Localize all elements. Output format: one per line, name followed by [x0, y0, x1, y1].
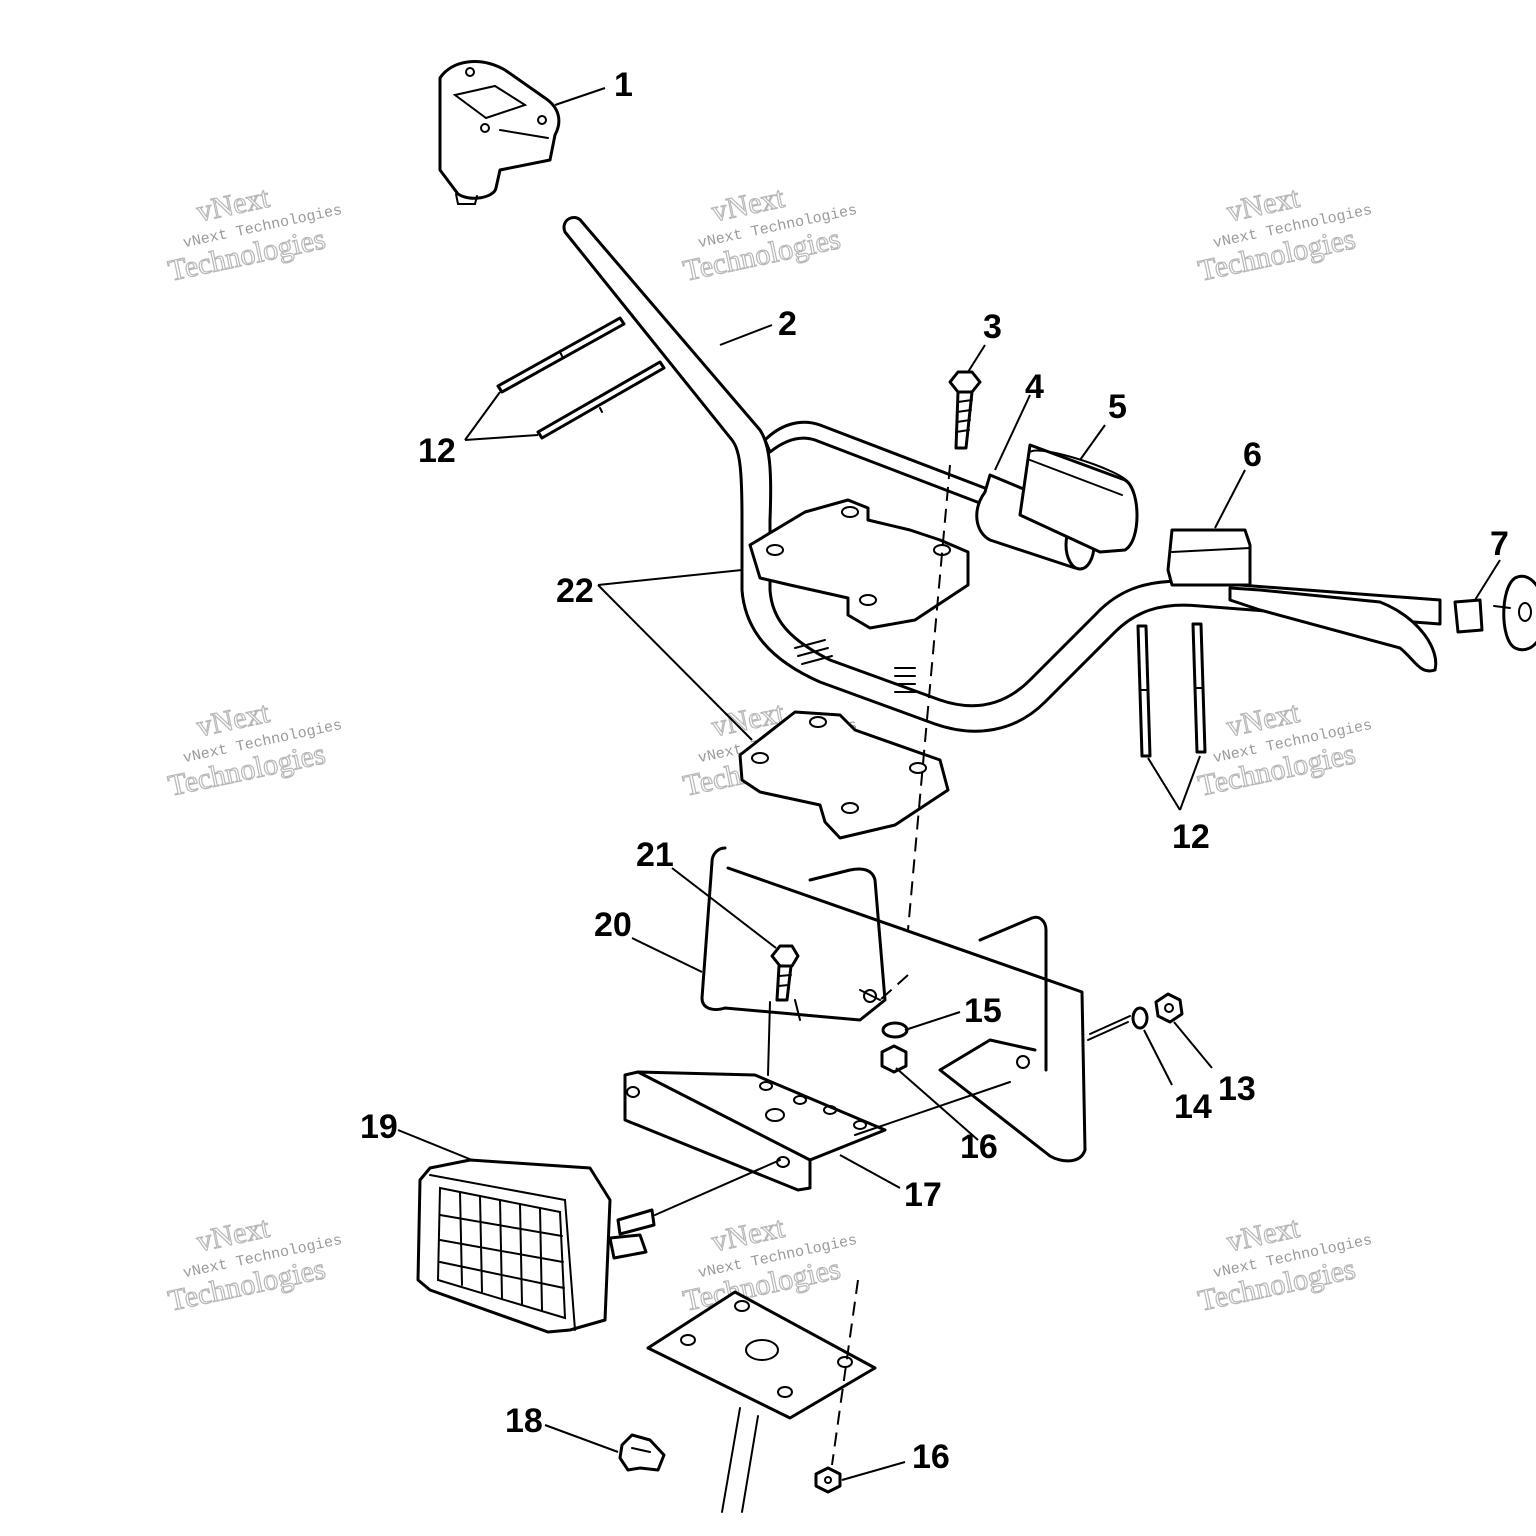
watermark: vNext vNext Technologies Technologies: [680, 180, 859, 288]
part-21-bolt: [770, 944, 800, 1002]
watermark: vNext vNext Technologies Technologies: [165, 1210, 344, 1318]
callout-18: 18: [505, 1402, 543, 1440]
callout-5: 5: [1108, 388, 1127, 426]
part-20-light-guard: [700, 846, 1129, 1163]
part-12-cable-ties-lower: [1136, 622, 1207, 758]
part-3-bolt: [948, 370, 982, 450]
part-6-master-cylinder: [1166, 528, 1438, 673]
watermark: vNext vNext Technologies Technologies: [1195, 1210, 1374, 1318]
callout-12-upper: 12: [418, 432, 456, 470]
part-13-nut: [1154, 992, 1184, 1024]
part-5-grip-sleeve: [1018, 443, 1139, 554]
callout-6: 6: [1243, 436, 1262, 474]
part-15-washer: [881, 1021, 909, 1039]
watermark: vNext vNext Technologies Technologies: [1195, 180, 1374, 288]
callout-7: 7: [1490, 525, 1509, 563]
mounting-plate: [646, 1290, 877, 1513]
callout-1: 1: [614, 66, 633, 104]
callout-2: 2: [778, 305, 797, 343]
callout-20: 20: [594, 906, 632, 944]
part-17-light-bracket: [623, 1070, 887, 1192]
part-7-bar-end: [1453, 574, 1536, 652]
watermark: vNext vNext Technologies Technologies: [1195, 695, 1374, 803]
callout-22: 22: [556, 572, 594, 610]
part-12-cable-ties-upper: [496, 316, 666, 440]
watermark: vNext vNext Technologies Technologies: [165, 180, 344, 288]
callout-16-upper: 16: [960, 1128, 998, 1166]
watermark: vNext vNext Technologies Technologies: [165, 695, 344, 803]
part-16-nut-lower: [814, 1466, 842, 1494]
part-2-handlebar: [562, 216, 1442, 733]
alignment-lines: [654, 464, 1131, 1466]
callout-12-lower: 12: [1172, 818, 1210, 856]
part-18-clip: [618, 1433, 666, 1472]
callout-14: 14: [1174, 1088, 1212, 1126]
part-19-headlight: [416, 1158, 656, 1334]
watermark: vNext vNext Technologies Technologies: [680, 1210, 859, 1318]
leader-lines: [397, 87, 1501, 1481]
part-22-handlebar-clamp-upper: [748, 498, 970, 630]
callout-15: 15: [964, 992, 1002, 1030]
part-16-nut-upper: [880, 1044, 908, 1074]
callout-17: 17: [904, 1176, 942, 1214]
callout-19: 19: [360, 1108, 398, 1146]
part-1-switch-housing: [438, 60, 561, 205]
callout-16-lower: 16: [912, 1438, 950, 1476]
callout-labels: 1 2 3 4 5 6 7 12 12 22 21 20 15 13 14 16…: [360, 66, 1509, 1476]
part-14-washer: [1131, 1006, 1149, 1030]
part-22-handlebar-clamp-lower: [738, 710, 950, 840]
callout-13: 13: [1218, 1070, 1256, 1108]
callout-3: 3: [983, 308, 1002, 346]
callout-21: 21: [636, 836, 674, 874]
callout-4: 4: [1025, 368, 1044, 406]
